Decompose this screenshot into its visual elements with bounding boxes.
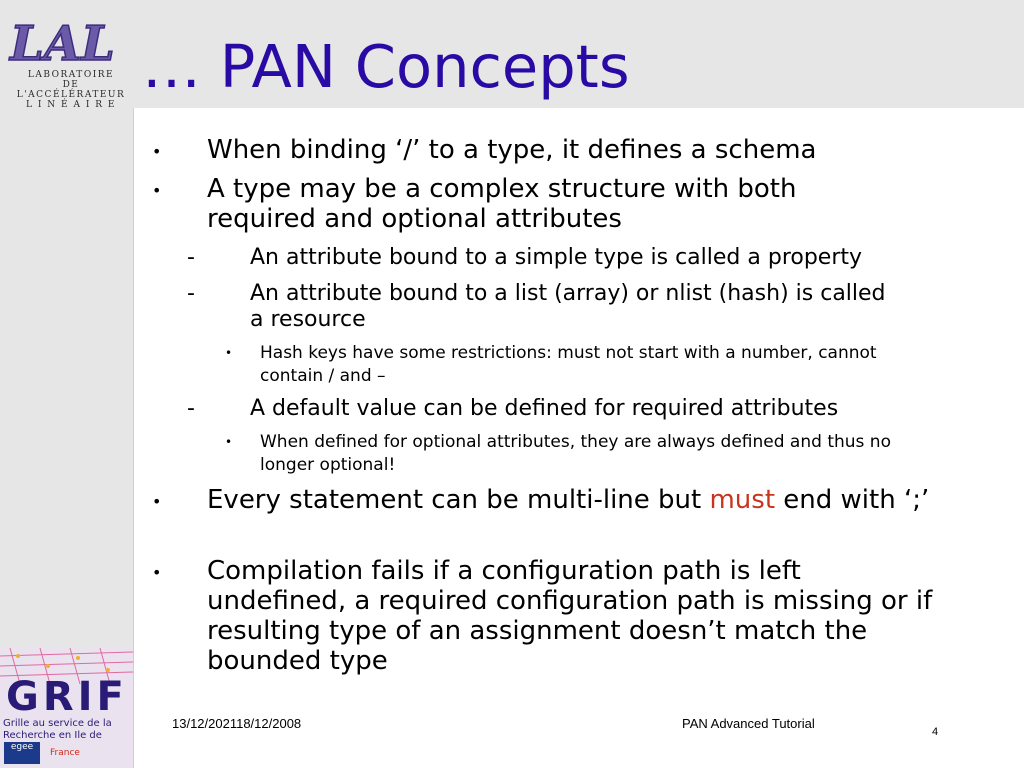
text-segment: end with ‘;’ <box>775 485 930 515</box>
lal-logo: LAL LABORATOIRE DE L'ACCÉLÉRATEUR L I N … <box>4 12 130 110</box>
bullet-item: Every statement can be multi-line but mu… <box>207 485 967 515</box>
grid-pattern-icon <box>0 648 133 684</box>
dash-marker: - <box>187 396 195 421</box>
bullet-marker: • <box>225 435 233 449</box>
bullet-marker: • <box>152 563 162 582</box>
egee-logo: egee <box>4 742 40 764</box>
footer-date: 13/12/202118/12/2008 <box>172 716 302 731</box>
bullet-marker: • <box>152 492 162 511</box>
logo-line: LABORATOIRE <box>27 70 115 80</box>
logo-line: L I N É A I R E <box>26 100 116 110</box>
slide-title: … PAN Concepts <box>142 32 630 101</box>
emphasis-must: must <box>709 485 776 515</box>
lal-logo-text: LABORATOIRE DE L'ACCÉLÉRATEUR L I N É A … <box>12 70 130 110</box>
dash-marker: - <box>187 245 195 270</box>
header-band <box>0 0 1024 108</box>
svg-text:LAL: LAL <box>8 16 115 68</box>
logo-line: DE L'ACCÉLÉRATEUR <box>16 80 126 100</box>
sub-item: A default value can be defined for requi… <box>250 396 839 421</box>
sub-sub-item: When defined for optional attributes, th… <box>260 432 891 475</box>
partner-logos: egee France <box>2 742 130 766</box>
grif-name: GRIF <box>6 674 128 720</box>
bullet-marker: • <box>225 346 233 360</box>
france-logo: France <box>50 748 80 758</box>
bullet-item: Compilation fails if a configuration pat… <box>207 556 933 676</box>
dash-marker: - <box>187 281 195 306</box>
lal-logo-mark: LAL <box>7 15 115 73</box>
bullet-item: When binding ‘/’ to a type, it defines a… <box>207 135 817 165</box>
footer-title: PAN Advanced Tutorial <box>682 716 815 731</box>
bullet-item: A type may be a complex structure with b… <box>207 174 797 234</box>
sub-item: An attribute bound to a list (array) or … <box>250 281 886 332</box>
page-number: 4 <box>932 726 939 738</box>
grif-logo: GRIF Grille au service de la Recherche e… <box>0 648 133 768</box>
bullet-marker: • <box>152 181 162 200</box>
sub-item: An attribute bound to a simple type is c… <box>250 245 863 270</box>
text-segment: Every statement can be multi-line but <box>207 485 710 515</box>
sub-sub-item: Hash keys have some restrictions: must n… <box>260 343 877 386</box>
bullet-marker: • <box>152 142 162 161</box>
